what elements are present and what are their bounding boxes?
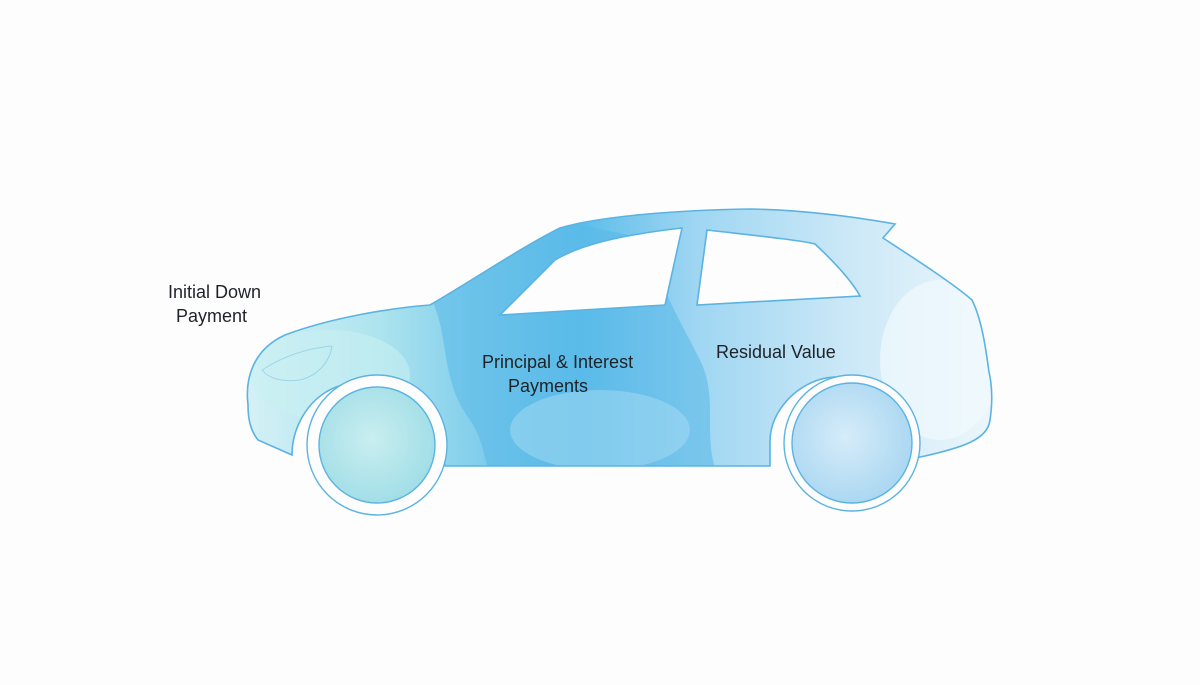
down-payment-label: Initial Down Payment <box>168 280 261 328</box>
principal-interest-label-line-1: Principal & Interest <box>482 352 634 372</box>
front-window <box>497 227 684 316</box>
down-payment-label-line-2: Payment <box>176 306 248 326</box>
principal-interest-label-line-2: Payments <box>508 376 589 396</box>
principal-interest-label: Principal & Interest Payments <box>482 350 633 398</box>
rear-window <box>696 229 862 306</box>
front-wheel <box>318 386 436 504</box>
rear-wheel <box>791 382 913 504</box>
down-payment-label-line-1: Initial Down <box>168 282 262 302</box>
residual-value-label: Residual Value <box>716 340 836 364</box>
residual-value-label-line-1: Residual Value <box>716 342 836 362</box>
